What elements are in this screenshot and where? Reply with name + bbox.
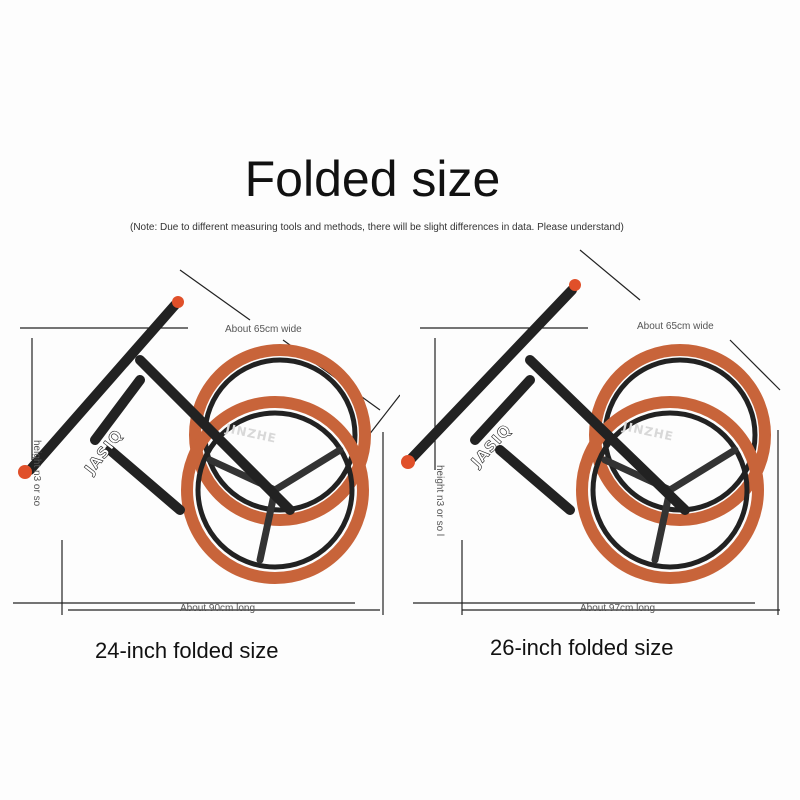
folded-bike-26-image: JASIQ JINZHE — [401, 249, 781, 615]
caption-26-inch: 26-inch folded size — [490, 635, 674, 660]
width-label: About 65cm wide — [637, 321, 714, 332]
folded-bike-24-image: JASIQ JINZHE — [13, 269, 400, 615]
measurement-note: (Note: Due to different measuring tools … — [130, 222, 624, 233]
rim-brand-text: JINZHE — [223, 421, 278, 446]
length-label: About 97cm long — [580, 603, 656, 614]
height-label: height n3 or so l — [434, 465, 445, 537]
caption-24-inch: 24-inch folded size — [95, 638, 279, 663]
width-label: About 65cm wide — [225, 324, 302, 335]
height-label: height n3 or so — [31, 440, 42, 507]
length-label: About 90cm long — [180, 603, 256, 614]
dimension-lines — [413, 249, 781, 615]
rim-brand-text: JINZHE — [620, 419, 675, 444]
page-title: Folded size — [244, 151, 501, 207]
